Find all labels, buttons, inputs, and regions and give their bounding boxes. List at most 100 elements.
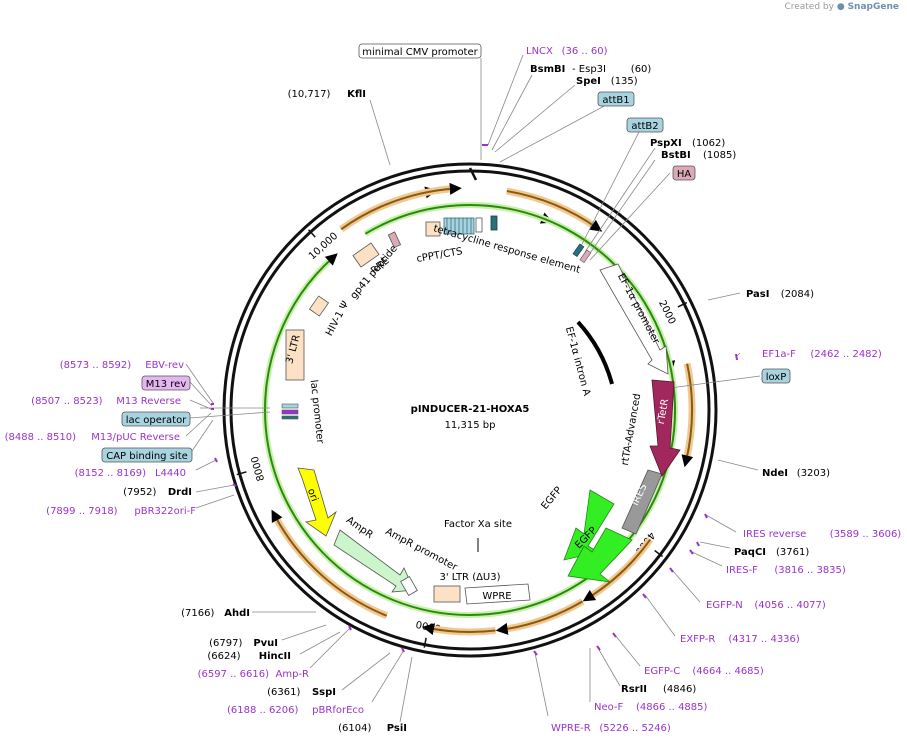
tick-label: 8000 bbox=[250, 455, 267, 482]
ha-label: HA bbox=[677, 169, 692, 180]
orange-arrow bbox=[422, 623, 496, 636]
enzyme-position: (7952) bbox=[123, 487, 156, 498]
tick-mark bbox=[308, 229, 316, 238]
primer-range: (5226 .. 5246) bbox=[599, 723, 671, 734]
primer-2: IRES reverse bbox=[743, 529, 806, 540]
enzyme-drdi: DrdI bbox=[168, 487, 192, 498]
attb2-label-box bbox=[626, 117, 664, 133]
enzyme-position: (6104) bbox=[338, 723, 371, 734]
enzyme-paqci: PaqCI bbox=[734, 547, 766, 558]
plasmid-size: 11,315 bp bbox=[445, 420, 496, 431]
primer-15: EBV-rev bbox=[145, 360, 184, 371]
enzyme-position: (3761) bbox=[776, 547, 809, 558]
enzyme-position: (2084) bbox=[781, 289, 814, 300]
primer-range: (3816 .. 3835) bbox=[774, 565, 846, 576]
primer-13: M13/pUC Reverse bbox=[91, 432, 180, 443]
enzyme-psii: PsiI bbox=[387, 723, 407, 734]
snapgene-credit: Created by ● SnapGene bbox=[784, 2, 899, 12]
orange-arrow bbox=[506, 190, 603, 232]
attb1-label-box bbox=[597, 91, 635, 107]
egfp-inner-label: EGFP bbox=[540, 485, 565, 512]
enzyme-ahdi: AhdI bbox=[224, 608, 250, 619]
tick-mark bbox=[677, 301, 688, 308]
m13-rev-label: M13 rev bbox=[146, 379, 187, 390]
attb1-label: attB1 bbox=[602, 95, 629, 106]
primer-1: EF1a-F bbox=[762, 349, 796, 360]
enzyme-spei: SpeI bbox=[576, 76, 601, 87]
enzyme-pvui: PvuI bbox=[253, 638, 278, 649]
ori-label: ori bbox=[305, 487, 320, 503]
rtetr-label: rTetR bbox=[656, 398, 671, 425]
plasmid-name: pINDUCER-21-HOXA5 bbox=[411, 404, 530, 415]
tick-mark bbox=[654, 549, 664, 558]
primer-range: (8507 .. 8523) bbox=[31, 396, 103, 407]
enzyme-position: (4846) bbox=[663, 684, 696, 695]
primer-14: M13 Reverse bbox=[116, 396, 181, 407]
enzyme-position: (7166) bbox=[181, 608, 214, 619]
enzyme-position: (6361) bbox=[267, 687, 300, 698]
leader-lines bbox=[185, 54, 761, 723]
enzyme-kfli: KflI bbox=[347, 89, 366, 100]
primer-range: (4317 .. 4336) bbox=[728, 634, 800, 645]
loxp-label: loxP bbox=[766, 372, 787, 383]
orange-arrow bbox=[495, 600, 584, 635]
outer-orange-arrows bbox=[271, 182, 696, 636]
credit-prefix: Created by bbox=[784, 2, 834, 12]
primer-10: Amp-R bbox=[276, 669, 310, 680]
minimal-cmv-promoter-label-box bbox=[358, 43, 482, 59]
orange-arrow bbox=[271, 509, 388, 617]
tick-label: 10,000 bbox=[307, 231, 340, 263]
primer-range: (8573 .. 8592) bbox=[60, 360, 132, 371]
lac-operator-label: lac operator bbox=[126, 415, 187, 426]
tick-label: 2000 bbox=[656, 299, 677, 327]
primer-range: (4866 .. 4885) bbox=[636, 702, 708, 713]
primer-0: LNCX bbox=[526, 46, 553, 57]
enzyme-position: (1062) bbox=[692, 138, 725, 149]
primer-3: IRES-F bbox=[726, 565, 758, 576]
orange-arrow-halo bbox=[382, 184, 457, 209]
cap-binding-site-label-box bbox=[101, 447, 193, 463]
primer-range: (8152 .. 8169) bbox=[75, 468, 147, 479]
attb2-label: attB2 bbox=[631, 121, 658, 132]
lac-promoter-label: lac promoter bbox=[308, 379, 326, 445]
enzyme-position: (6797) bbox=[209, 638, 242, 649]
rtta-advanced-label: rtTA-Advanced bbox=[620, 393, 643, 467]
primer-range: (8488 .. 8510) bbox=[5, 432, 77, 443]
loxp-label-box bbox=[761, 368, 791, 384]
ha-label-box bbox=[672, 165, 696, 181]
primer-range: (4664 .. 4685) bbox=[692, 666, 764, 677]
hiv1-psi-label: HIV-1 Ψ bbox=[324, 299, 351, 338]
primer-9: pBRforEco bbox=[312, 705, 364, 716]
orange-arrow bbox=[383, 182, 462, 207]
primer-range: (3589 .. 3606) bbox=[830, 529, 902, 540]
three-ltr-du3-label: 3' LTR (ΔU3) bbox=[439, 572, 500, 583]
enzyme-bstbi: BstBI bbox=[661, 150, 691, 161]
enzyme-position: (6624) bbox=[207, 651, 240, 662]
feature-shapes bbox=[281, 215, 681, 605]
primer-8: WPRE-R bbox=[551, 723, 591, 734]
cppt-cts-label: cPPT/CTS bbox=[416, 246, 464, 265]
enzyme-position: (60) bbox=[631, 64, 652, 75]
tick-mark bbox=[423, 637, 427, 648]
enzyme-sspi: SspI bbox=[312, 687, 336, 698]
cap-binding-site-label: CAP binding site bbox=[106, 451, 188, 462]
primer-marks bbox=[211, 144, 738, 656]
enzyme-position: (1085) bbox=[703, 150, 736, 161]
orange-arrow bbox=[681, 363, 694, 468]
enzyme-position: (135) bbox=[611, 76, 638, 87]
primer-range: (4056 .. 4077) bbox=[754, 600, 826, 611]
snapgene-logo-icon: ● bbox=[836, 2, 845, 12]
wpre-label: WPRE bbox=[482, 591, 511, 602]
primer-range: (6188 .. 6206) bbox=[227, 705, 299, 716]
minimal-cmv-promoter-label: minimal CMV promoter bbox=[362, 47, 478, 58]
primer-11: pBR322ori-F bbox=[134, 506, 196, 517]
primer-range: (36 .. 60) bbox=[562, 46, 608, 57]
m13-rev-label-box bbox=[141, 375, 191, 391]
primer-12: L4440 bbox=[155, 468, 186, 479]
ampr-promoter-label: AmpR promoter bbox=[384, 526, 460, 573]
primer-4: EGFP-N bbox=[706, 600, 743, 611]
enzyme-position: (10,717) bbox=[288, 89, 331, 100]
enzyme-pspxi: PspXI bbox=[650, 138, 682, 149]
orange-arrow bbox=[582, 538, 652, 602]
